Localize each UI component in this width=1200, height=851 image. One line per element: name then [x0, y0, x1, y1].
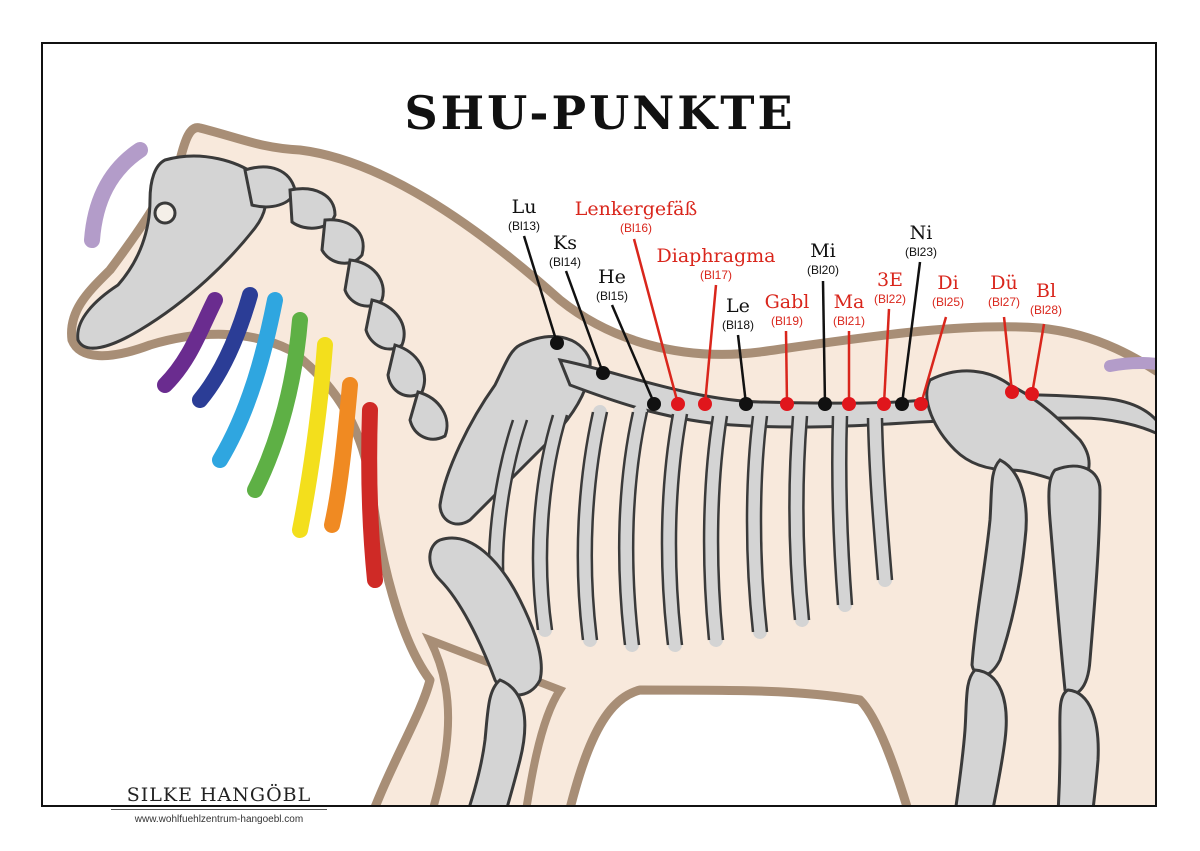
- point-label-le: Le (Bl18): [721, 295, 755, 332]
- point-label-diaphragma: Diaphragma (Bl17): [656, 245, 776, 282]
- point-label-he: He (Bl15): [595, 266, 629, 303]
- leader-lines-red: [632, 238, 1046, 405]
- poster-frame: [41, 42, 1157, 807]
- neck-vertebrae: [243, 165, 449, 441]
- point-code: (Bl16): [619, 221, 652, 235]
- point-name: Di: [937, 272, 959, 294]
- humerus-bone: [428, 536, 543, 697]
- point-code: (Bl27): [987, 295, 1021, 309]
- point-name: Mi: [810, 240, 836, 262]
- point-name: Bl: [1035, 280, 1057, 302]
- marker-bl17: [698, 397, 712, 411]
- marker-bl20: [818, 397, 832, 411]
- point-label-3e: 3E (Bl22): [873, 269, 907, 306]
- point-code: (Bl15): [595, 289, 629, 303]
- point-label-di: Di (Bl25): [931, 272, 965, 309]
- point-label-bl: Bl (Bl28): [1029, 280, 1063, 317]
- point-code: (Bl17): [699, 268, 732, 282]
- point-name: Dü: [990, 272, 1018, 294]
- point-name: Ni: [909, 222, 933, 244]
- point-name: 3E: [877, 269, 903, 291]
- point-code: (Bl20): [806, 263, 840, 277]
- point-code: (Bl25): [931, 295, 965, 309]
- brand-name: SILKE HANGÖBL: [126, 784, 312, 806]
- hind-cannon-bone-2: [1056, 688, 1100, 805]
- marker-bl28: [1025, 387, 1039, 401]
- point-code: (Bl13): [507, 219, 541, 233]
- point-label-ma: Ma (Bl21): [832, 291, 866, 328]
- point-label-gabl: Gabl (Bl19): [764, 291, 810, 328]
- marker-bl23: [895, 397, 909, 411]
- point-label-due: Dü (Bl27): [987, 272, 1021, 309]
- marker-bl15: [647, 397, 661, 411]
- point-name: He: [598, 266, 626, 288]
- point-label-lu: Lu (Bl13): [507, 196, 541, 233]
- mane-rainbow: [84, 142, 1155, 588]
- point-label-ks: Ks (Bl14): [548, 232, 582, 269]
- point-label-ni: Ni (Bl23): [904, 222, 938, 259]
- marker-bl25: [914, 397, 928, 411]
- brand-divider: [111, 809, 327, 810]
- brand-url: www.wohlfuehlzentrum-hangoebl.com: [134, 814, 304, 825]
- point-code: (Bl19): [770, 314, 803, 328]
- point-name: Lenkergefäß: [574, 198, 698, 220]
- hind-cannon-bone: [954, 668, 1008, 805]
- rib-outlines: [487, 411, 894, 646]
- point-label-lenkergefaess: Lenkergefäß (Bl16): [574, 198, 698, 235]
- point-code: (Bl28): [1029, 303, 1063, 317]
- point-code: (Bl14): [548, 255, 582, 269]
- page-title: SHU-PUNKTE: [404, 86, 796, 140]
- point-code: (Bl22): [873, 292, 907, 306]
- marker-bl21: [842, 397, 856, 411]
- point-code: (Bl23): [904, 245, 938, 259]
- point-label-mi: Mi (Bl20): [806, 240, 840, 277]
- point-name: Ks: [553, 232, 577, 254]
- tibia-bone: [1047, 464, 1102, 696]
- forearm-bone: [468, 678, 527, 805]
- point-name: Lu: [511, 196, 537, 218]
- marker-bl27: [1005, 385, 1019, 399]
- point-name: Le: [726, 295, 750, 317]
- marker-bl13: [550, 336, 564, 350]
- brand-logo: SILKE HANGÖBL www.wohlfuehlzentrum-hango…: [111, 784, 327, 825]
- marker-bl19: [780, 397, 794, 411]
- marker-bl22: [877, 397, 891, 411]
- marker-bl14: [596, 366, 610, 380]
- point-name: Gabl: [764, 291, 810, 313]
- point-code: (Bl21): [832, 314, 866, 328]
- point-name: Diaphragma: [656, 245, 776, 267]
- point-name: Ma: [833, 291, 865, 313]
- horse-skeleton-illustration: [67, 123, 1155, 805]
- point-code: (Bl18): [721, 318, 755, 332]
- point-markers: [550, 336, 1039, 411]
- leader-lines-black: [522, 235, 922, 405]
- marker-bl18: [739, 397, 753, 411]
- marker-bl16: [671, 397, 685, 411]
- horse-body-silhouette: [67, 123, 1155, 805]
